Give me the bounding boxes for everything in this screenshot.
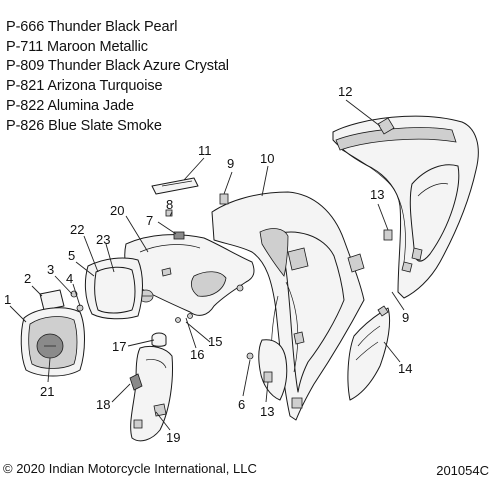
callout-7: 7 <box>146 213 153 228</box>
callout-23: 23 <box>96 232 110 247</box>
callout-14: 14 <box>398 361 412 376</box>
paint-code: P-821 Arizona Turquoise <box>6 78 163 95</box>
callout-10: 10 <box>260 151 274 166</box>
callout-17: 17 <box>112 339 126 354</box>
trim-strip-part <box>151 177 199 195</box>
callout-15: 15 <box>208 334 222 349</box>
figure-code: 201054C <box>436 463 489 478</box>
hardware-parts <box>70 193 393 383</box>
lower-bracket-part <box>130 345 173 442</box>
paint-code: P-666 Thunder Black Pearl <box>6 19 178 35</box>
outer-fairing-part <box>332 115 479 299</box>
callout-9: 9 <box>227 156 234 171</box>
paint-code: P-711 Maroon Metallic <box>6 38 148 55</box>
paint-code: P-809 Thunder Black Azure Crystal <box>6 58 229 75</box>
paint-code-list: P-666 Thunder Black Pearl P-711 Maroon M… <box>6 18 229 136</box>
callout-20: 20 <box>110 203 124 218</box>
callout-11: 11 <box>198 143 212 158</box>
callout-2: 2 <box>24 271 31 286</box>
leader-lines <box>9 99 405 431</box>
callout-18: 18 <box>96 397 110 412</box>
paint-code: P-826 Blue Slate Smoke <box>6 117 162 134</box>
side-trim-panel-part <box>347 305 391 401</box>
gauge-cluster-part <box>20 307 85 377</box>
paint-code: P-822 Alumina Jade <box>6 97 134 114</box>
callout-1: 1 <box>4 292 11 307</box>
callout-21: 21 <box>40 384 54 399</box>
callout-16: 16 <box>190 347 204 362</box>
callout-labels: 1 2 3 4 5 6 7 8 9 9 10 11 12 13 13 14 15… <box>4 84 412 445</box>
callout-4: 4 <box>66 271 73 286</box>
callout-13: 13 <box>370 187 384 202</box>
callout-12: 12 <box>338 84 352 99</box>
copyright-text: © 2020 Indian Motorcycle International, … <box>3 461 257 476</box>
inner-fairing-part <box>211 191 365 421</box>
callout-8: 8 <box>166 197 173 212</box>
clip-part <box>129 373 143 391</box>
knob-part <box>151 332 167 347</box>
callout-9: 9 <box>402 310 409 325</box>
callout-3: 3 <box>47 262 54 277</box>
callout-13: 13 <box>260 404 274 419</box>
callout-6: 6 <box>238 397 245 412</box>
callout-19: 19 <box>166 430 180 445</box>
gauge-bezel-part <box>84 257 143 320</box>
callout-5: 5 <box>68 248 75 263</box>
plate-part <box>39 289 65 311</box>
callout-22: 22 <box>70 222 84 237</box>
gauge-housing-part <box>124 234 255 316</box>
